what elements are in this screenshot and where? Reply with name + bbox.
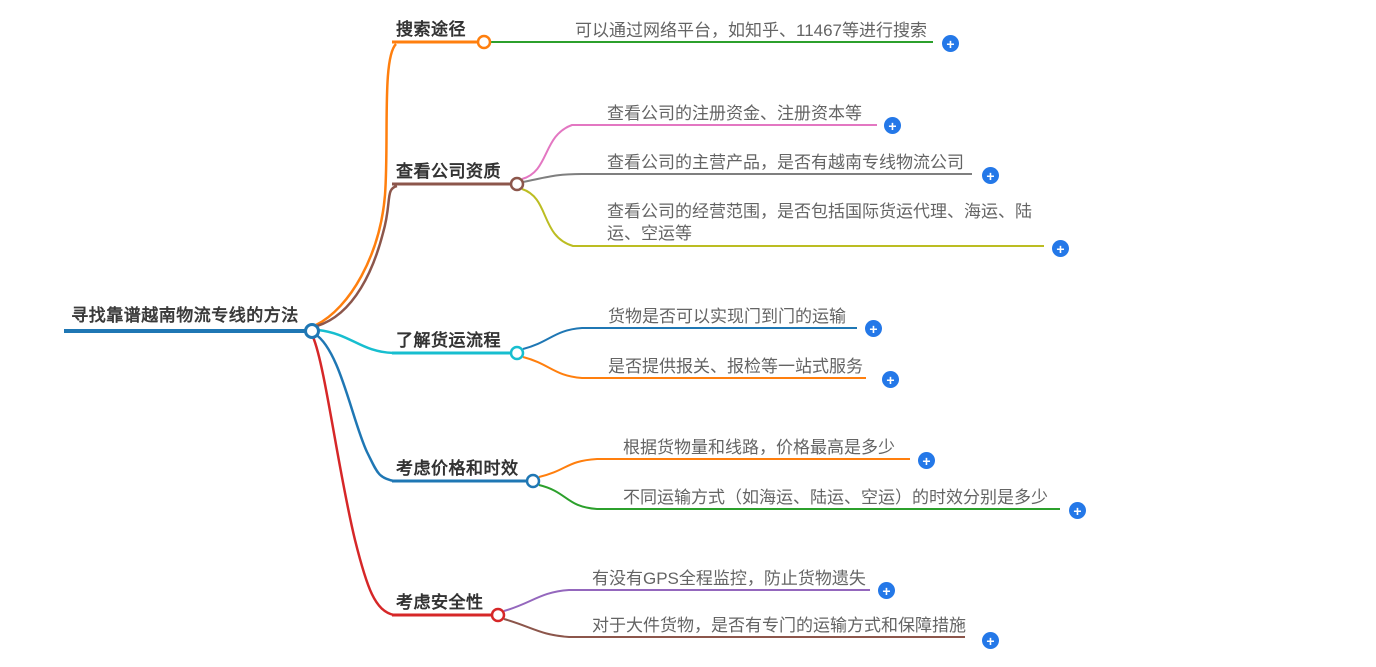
add-node-button-process-2[interactable]: +	[882, 371, 899, 388]
root-topic[interactable]: 寻找靠谱越南物流专线的方法	[71, 306, 299, 325]
leaf-line-safety-2	[503, 618, 965, 638]
leaf-safety-1[interactable]: 有没有GPS全程监控，防止货物遗失	[592, 569, 866, 588]
leaf-price-1[interactable]: 根据货物量和线路，价格最高是多少	[623, 438, 895, 457]
leaf-process-2[interactable]: 是否提供报关、报检等一站式服务	[608, 357, 863, 376]
branch-label-qualification[interactable]: 查看公司资质	[396, 162, 501, 181]
add-node-button-process-1[interactable]: +	[865, 320, 882, 337]
add-node-button-search-1[interactable]: +	[942, 35, 959, 52]
add-node-button-qualification-3[interactable]: +	[1052, 240, 1069, 257]
leaf-line-qualification-2	[522, 173, 972, 183]
branch-node-circle-process[interactable]	[509, 345, 525, 361]
plus-icon: +	[1073, 502, 1082, 519]
branch-node-circle-safety[interactable]	[490, 607, 506, 623]
add-node-button-price-1[interactable]: +	[918, 452, 935, 469]
leaf-process-1[interactable]: 货物是否可以实现门到门的运输	[608, 307, 846, 326]
add-node-button-qualification-1[interactable]: +	[884, 117, 901, 134]
leaf-safety-2[interactable]: 对于大件货物，是否有专门的运输方式和保障措施	[592, 616, 966, 635]
leaf-qualification-2[interactable]: 查看公司的主营产品，是否有越南专线物流公司	[607, 153, 964, 172]
plus-icon: +	[922, 452, 931, 469]
branch-line-safety	[311, 336, 395, 617]
plus-icon: +	[869, 320, 878, 337]
branch-node-circle-price[interactable]	[525, 473, 541, 489]
leaf-line-process-1	[522, 327, 857, 350]
leaf-line-price-1	[538, 458, 910, 478]
add-node-button-safety-2[interactable]: +	[982, 632, 999, 649]
leaf-qualification-1[interactable]: 查看公司的注册资金、注册资本等	[607, 104, 862, 123]
leaf-qualification-3[interactable]: 查看公司的经营范围，是否包括国际货运代理、海运、陆运、空运等	[607, 202, 1032, 243]
leaf-search-1[interactable]: 可以通过网络平台，如知乎、11467等进行搜索	[575, 21, 928, 40]
branch-line-process	[317, 328, 395, 355]
plus-icon: +	[882, 582, 891, 599]
plus-icon: +	[886, 371, 895, 388]
branch-node-circle-qualification[interactable]	[509, 176, 525, 192]
add-node-button-qualification-2[interactable]: +	[982, 167, 999, 184]
branch-line-qualification	[316, 184, 398, 328]
branch-label-search[interactable]: 搜索途径	[396, 20, 466, 39]
branch-node-circle-search[interactable]	[476, 34, 492, 50]
leaf-line-qualification-3	[521, 188, 1044, 247]
add-node-button-price-2[interactable]: +	[1069, 502, 1086, 519]
leaf-line-process-2	[522, 356, 866, 379]
plus-icon: +	[1056, 240, 1065, 257]
add-node-button-safety-1[interactable]: +	[878, 582, 895, 599]
branch-label-price[interactable]: 考虑价格和时效	[396, 459, 519, 478]
branch-label-safety[interactable]: 考虑安全性	[396, 593, 484, 612]
root-node-circle[interactable]	[304, 323, 320, 339]
leaf-price-2[interactable]: 不同运输方式（如海运、陆运、空运）的时效分别是多少	[623, 488, 1048, 507]
leaf-line-price-2	[538, 484, 1060, 510]
branch-line-price	[314, 332, 395, 483]
plus-icon: +	[946, 35, 955, 52]
leaf-line-qualification-1	[521, 124, 877, 180]
plus-icon: +	[986, 167, 995, 184]
branch-line-search	[315, 43, 398, 327]
plus-icon: +	[986, 632, 995, 649]
leaf-line-safety-1	[503, 589, 870, 612]
plus-icon: +	[888, 117, 897, 134]
branch-label-process[interactable]: 了解货运流程	[396, 331, 501, 350]
